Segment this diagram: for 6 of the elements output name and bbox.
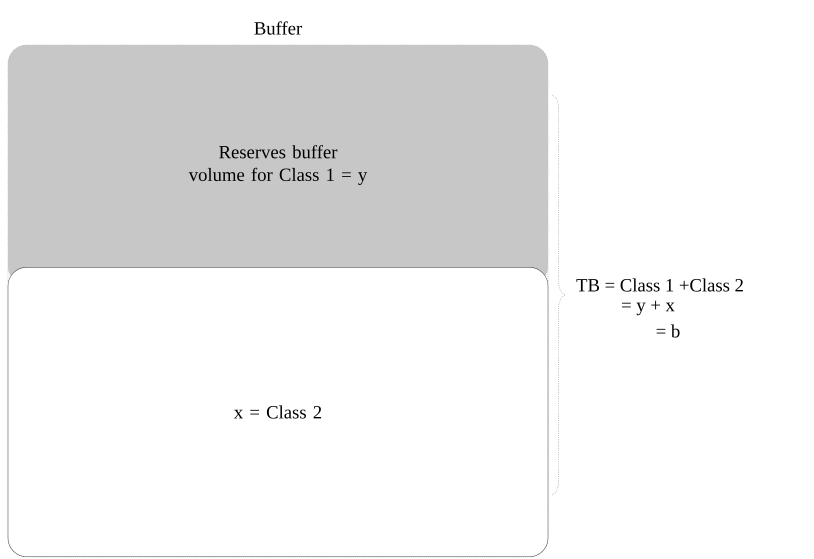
reserved-region: Reserves buffer volume for Class 1 = y [8, 45, 548, 285]
node-label: Buffer [254, 21, 302, 35]
class-two-region: x = Class 2 [8, 267, 548, 557]
equation-text: TB = Class 1 +Class 2 [576, 278, 743, 292]
equation-text: = b [656, 324, 680, 338]
equation-text: = y + x [622, 300, 675, 316]
